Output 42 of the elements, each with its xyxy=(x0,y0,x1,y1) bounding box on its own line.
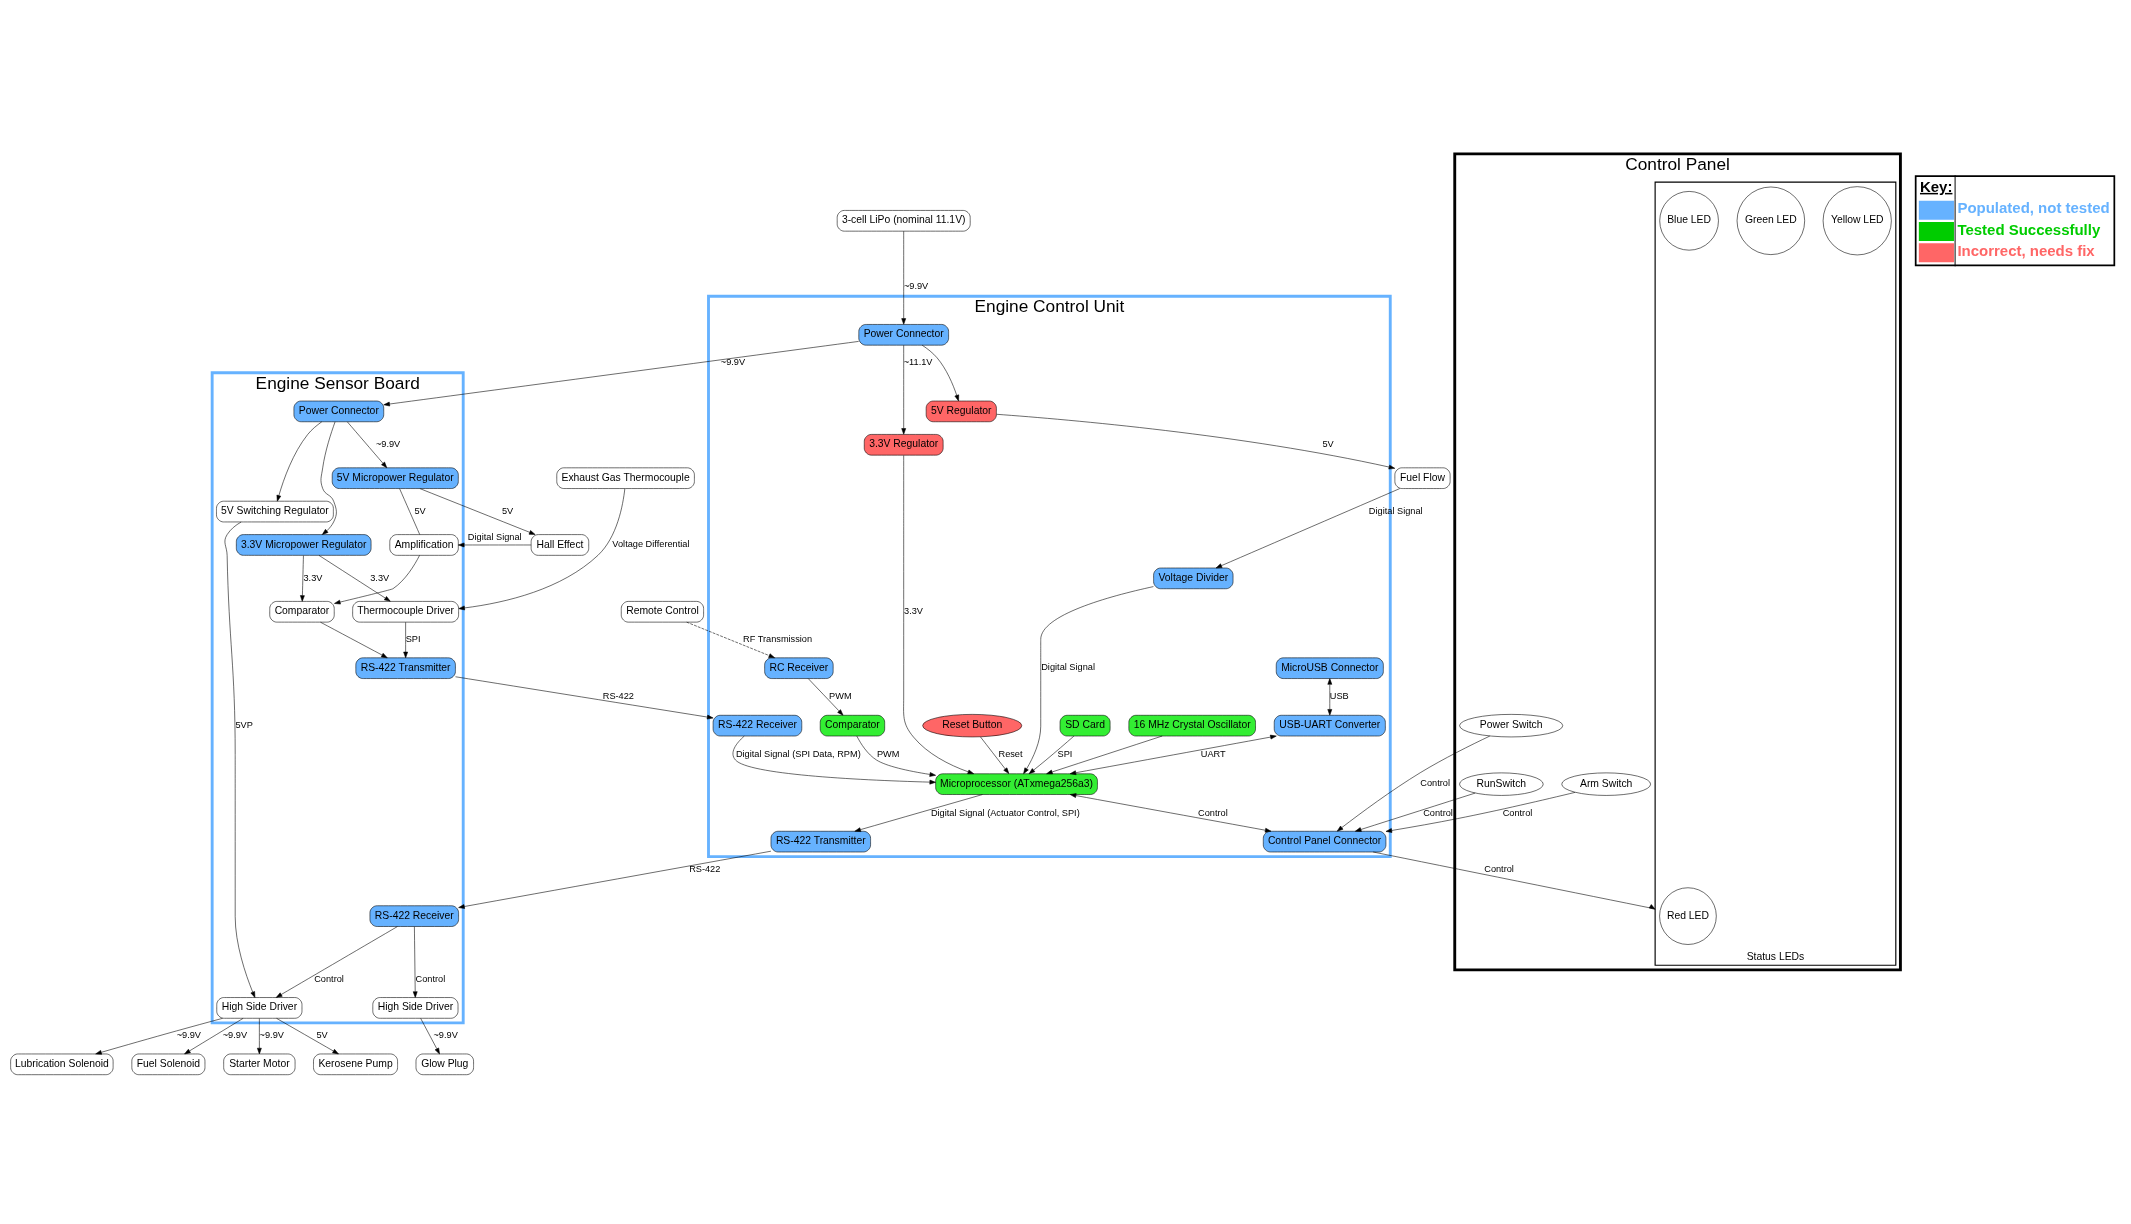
edge-label: ~11.1V xyxy=(903,357,933,368)
edge-label: Control xyxy=(314,973,344,984)
edge-label: Control xyxy=(1423,807,1453,818)
edge-label: ~9.9V xyxy=(375,438,401,449)
edge-label: Control xyxy=(1420,778,1450,789)
edge-label: Control xyxy=(1484,864,1514,875)
edge-label: ~9.9V xyxy=(903,280,929,291)
edge-label: PWM xyxy=(829,690,852,701)
edge-label: 5V xyxy=(501,505,514,516)
edge-label: ~9.9V xyxy=(720,357,746,368)
edge-label: Digital Signal (SPI Data, RPM) xyxy=(735,749,861,760)
edge-label: Control xyxy=(415,973,446,984)
edge-label: 5V xyxy=(316,1030,328,1041)
edge-label: 5V xyxy=(1322,438,1334,449)
edge-label: Control xyxy=(1198,807,1228,818)
edge-label: 5VP xyxy=(235,719,253,730)
edge-label: 5V xyxy=(414,505,426,516)
edge-label: RF Transmission xyxy=(743,634,813,645)
edge-label: ~9.9V xyxy=(433,1030,458,1041)
edge-label: RS-422 xyxy=(602,690,634,701)
edge-label: SPI xyxy=(405,634,421,645)
edge-label: RS-422 xyxy=(689,864,721,875)
edge-label: ~9.9V xyxy=(259,1030,284,1041)
legend-label: Incorrect, needs fix xyxy=(1957,241,2095,259)
edge-label: 3.3V xyxy=(904,605,923,616)
edge-label: Digital Signal xyxy=(1041,662,1095,673)
edge-label: USB xyxy=(1329,690,1349,701)
edge-label: Digital Signal xyxy=(467,532,522,543)
edge-label: ~9.9V xyxy=(222,1030,248,1041)
edge-label: Reset xyxy=(998,749,1023,760)
edge-label: Voltage Differential xyxy=(612,539,690,550)
edge-label: Control xyxy=(1502,807,1533,818)
edge-label: SPI xyxy=(1057,749,1073,760)
edge-label: 3.3V xyxy=(303,572,323,583)
edge-label: Digital Signal (Actuator Control, SPI) xyxy=(930,807,1080,818)
edge-label: PWM xyxy=(876,749,900,760)
legend-label: Populated, not tested xyxy=(1957,199,2110,217)
label: Key: xyxy=(1919,177,1953,195)
legend-label: Tested Successfully xyxy=(1957,220,2101,238)
edge-label: UART xyxy=(1200,749,1226,760)
edge-label: 3.3V xyxy=(370,572,390,583)
edge-label: ~9.9V xyxy=(176,1030,201,1041)
